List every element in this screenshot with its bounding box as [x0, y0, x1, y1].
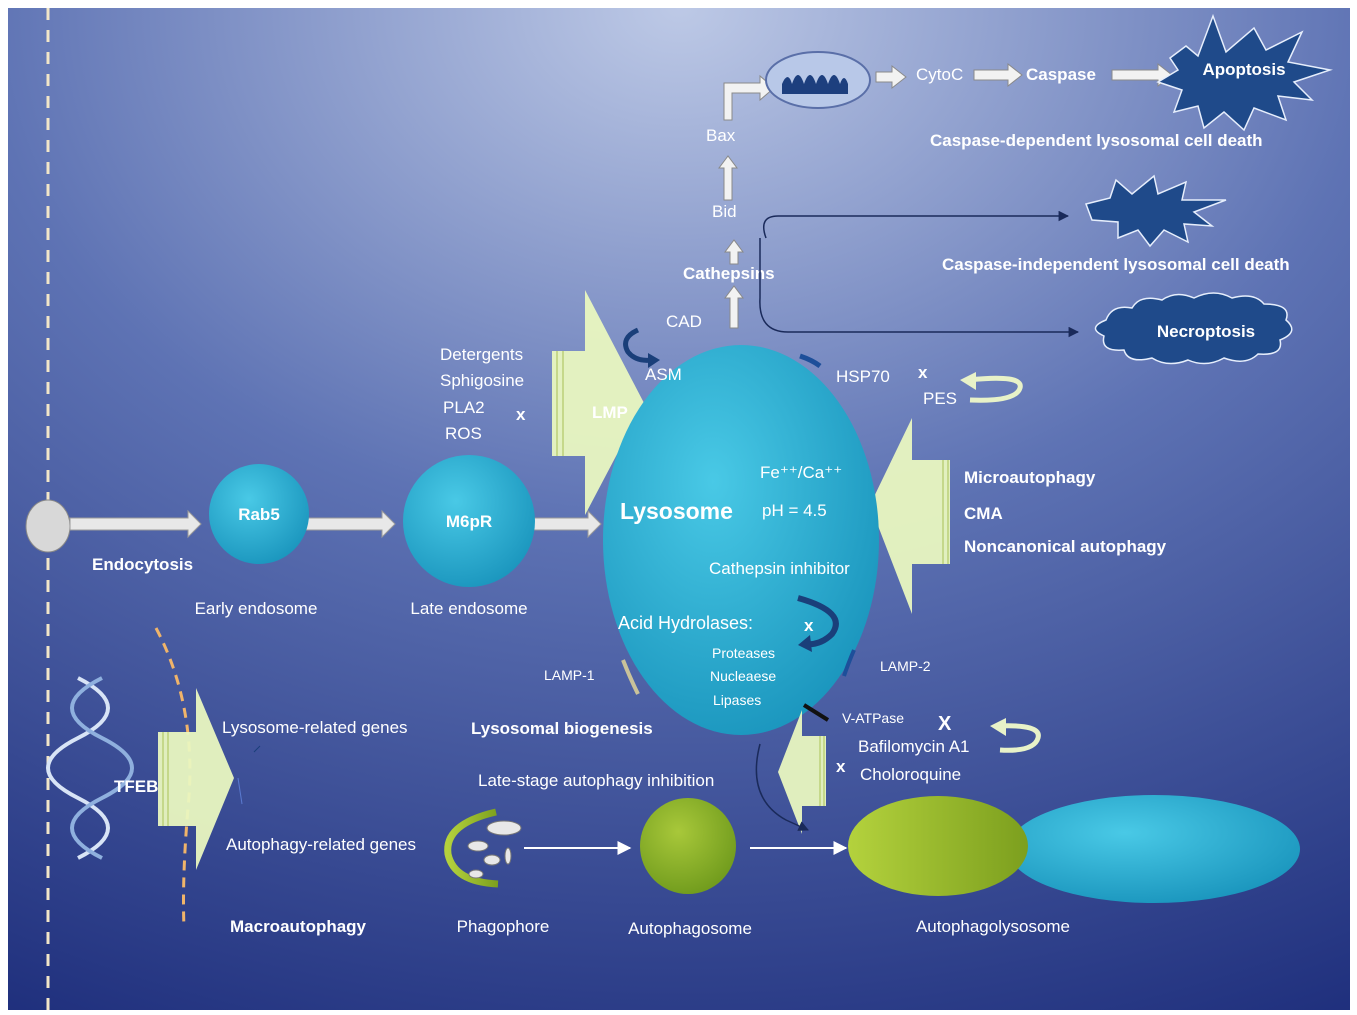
cathepsin-inhibitor-label: Cathepsin inhibitor: [709, 559, 850, 578]
asm-label: ASM: [645, 365, 682, 384]
pes-label: PES: [923, 389, 957, 408]
autophagy-related-genes-label: Autophagy-related genes: [226, 835, 416, 854]
phagophore-label: Phagophore: [457, 917, 550, 936]
cathepsins-label: Cathepsins: [683, 264, 775, 283]
late-endosome-label: Late endosome: [410, 599, 527, 618]
endocytosis-label: Endocytosis: [92, 555, 193, 574]
necroptosis-label: Necroptosis: [1157, 322, 1255, 341]
diagram-canvas: Rab5 M6pR Endocytosis Early endosome Lat…: [8, 8, 1350, 1010]
inhibit-mark-lmp: x: [516, 405, 526, 424]
caspase-label: Caspase: [1026, 65, 1096, 84]
endocytosis-vesicle: [26, 500, 70, 552]
cma-label: CMA: [964, 504, 1003, 523]
m6pr-label: M6pR: [446, 512, 492, 531]
inhibit-mark-hsp70: x: [918, 363, 928, 382]
choloroquine-label: Choloroquine: [860, 765, 961, 784]
rab5-label: Rab5: [238, 505, 280, 524]
lamp1-label: LAMP-1: [544, 667, 595, 683]
apoptosis-label: Apoptosis: [1202, 60, 1285, 79]
lmp-label: LMP: [592, 403, 628, 422]
noncanonical-autophagy-label: Noncanonical autophagy: [964, 537, 1167, 556]
sphigosine-label: Sphigosine: [440, 371, 524, 390]
bid-label: Bid: [712, 202, 737, 221]
autophagosome-circle: [640, 798, 736, 894]
ros-label: ROS: [445, 424, 482, 443]
lysosome-related-genes-label: Lysosome-related genes: [222, 718, 408, 737]
early-endosome-label: Early endosome: [195, 599, 318, 618]
inhibit-mark-choloroquine: x: [836, 757, 846, 776]
late-stage-inhibition-label: Late-stage autophagy inhibition: [478, 771, 714, 790]
bafilomycin-label: Bafilomycin A1: [858, 737, 970, 756]
pla2-label: PLA2: [443, 398, 485, 417]
lysosome-label: Lysosome: [620, 498, 733, 524]
inhibit-mark-cathepsin: x: [804, 616, 814, 635]
lysosome-pathway-diagram: Rab5 M6pR Endocytosis Early endosome Lat…: [8, 8, 1350, 1010]
fe-ca-label: Fe⁺⁺/Ca⁺⁺: [760, 463, 842, 482]
caspase-dependent-label: Caspase-dependent lysosomal cell death: [930, 131, 1263, 150]
vatpase-label: V-ATPase: [842, 710, 904, 726]
autophagolysosome-lysosome-part: [1008, 795, 1300, 903]
lysosomal-biogenesis-label: Lysosomal biogenesis: [471, 719, 653, 738]
bax-label: Bax: [706, 126, 736, 145]
autophagolysosome-label: Autophagolysosome: [916, 917, 1070, 936]
cytoc-label: CytoC: [916, 65, 963, 84]
proteases-label: Proteases: [712, 645, 775, 661]
lamp2-label: LAMP-2: [880, 658, 931, 674]
autophagolysosome-autophagosome-part: [848, 796, 1028, 896]
tfeb-label: TFEB: [114, 777, 158, 796]
autophagosome-label: Autophagosome: [628, 919, 752, 938]
nucleaese-label: Nucleaese: [710, 668, 776, 684]
hsp70-label: HSP70: [836, 367, 890, 386]
inhibit-mark-vatpase: X: [938, 713, 952, 735]
microautophagy-label: Microautophagy: [964, 468, 1096, 487]
macroautophagy-label: Macroautophagy: [230, 917, 367, 936]
ph-label: pH = 4.5: [762, 501, 827, 520]
caspase-independent-label: Caspase-independent lysosomal cell death: [942, 255, 1290, 274]
cad-label: CAD: [666, 312, 702, 331]
detergents-label: Detergents: [440, 345, 523, 364]
lipases-label: Lipases: [713, 692, 761, 708]
acid-hydrolases-label: Acid Hydrolases:: [618, 613, 753, 633]
